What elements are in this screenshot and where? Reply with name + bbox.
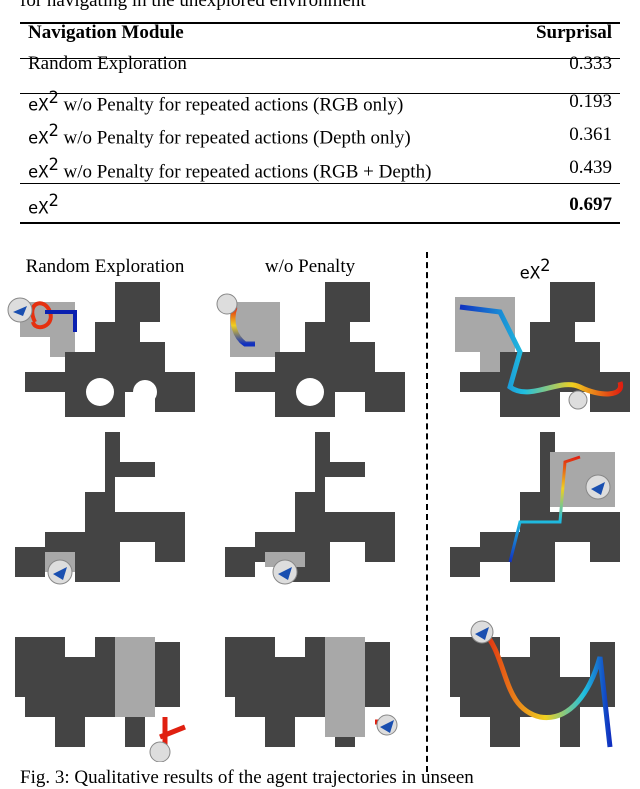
row-label-cell: eX2 w/o Penalty for repeated actions (RG… [20,81,512,118]
row-value: 0.361 [569,123,612,145]
row-label: w/o Penalty for repeated actions (RGB + … [58,160,432,182]
row-value: 0.439 [569,157,612,179]
table-row: eX2 w/o Penalty for repeated actions (RG… [20,81,620,118]
trajectory-map-random-1 [7,282,195,417]
column-title-random: Random Exploration [25,256,185,277]
trajectory-map-random-3 [15,637,186,762]
method-name: eX [28,198,49,219]
method-name: eX [519,263,541,284]
row-label: w/o Penalty for repeated actions (Depth … [58,127,411,149]
trajectory-map-no-penalty-1 [216,282,405,417]
trajectory-map-ex2-2 [450,432,620,582]
method-name: eX [28,161,49,182]
table-section-rule [20,93,620,94]
table-section-rule [20,183,620,184]
trajectory-map-no-penalty-2 [225,432,395,585]
row-label-cell: eX2 [20,185,512,225]
method-name: eX [28,128,49,149]
method-sup: 2 [48,121,59,142]
column-title-no-penalty: w/o Penalty [264,256,356,277]
row-value: 0.333 [569,52,612,74]
table-row: eX2 w/o Penalty for repeated actions (De… [20,118,620,151]
row-label: Random Exploration [28,52,187,74]
results-table: Navigation Module Surprisal Random Explo… [20,20,620,225]
table-bottom-rule [20,222,620,224]
top-text: for navigating in the unexplored environ… [20,0,366,11]
table-header-rule [20,58,620,59]
method-name: eX [28,95,49,116]
row-label-cell: eX2 w/o Penalty for repeated actions (De… [20,118,512,151]
method-sup: 2 [48,154,59,175]
header-surprisal: Surprisal [535,22,612,43]
row-label: w/o Penalty for repeated actions (RGB on… [58,94,404,116]
trajectory-map-ex2-3 [450,620,615,748]
table-header-row: Navigation Module Surprisal [20,20,620,46]
trajectory-map-random-2 [15,432,185,585]
table-row: Random Exploration 0.333 [20,46,620,81]
column-divider [426,252,428,772]
column-title-ex2: eX2 [440,256,630,284]
row-value: 0.193 [569,90,612,112]
method-sup: 2 [540,256,551,276]
table-row: eX2 w/o Penalty for repeated actions (RG… [20,152,620,185]
table-top-rule [20,22,620,24]
table-row: eX2 0.697 [20,185,620,225]
figure-caption: Fig. 3: Qualitative results of the agent… [20,767,474,788]
header-module: Navigation Module [28,22,184,43]
row-label-cell: eX2 w/o Penalty for repeated actions (RG… [20,152,512,185]
trajectory-map-no-penalty-3 [225,637,398,747]
trajectory-map-ex2-1 [455,282,630,417]
row-value-best: 0.697 [569,193,612,215]
method-sup: 2 [48,191,59,212]
method-sup: 2 [48,88,59,108]
